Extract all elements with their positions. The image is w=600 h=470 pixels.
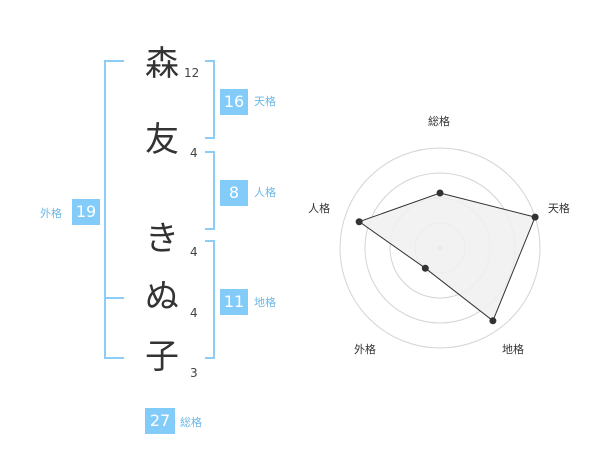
jinkaku-badge: 8 — [220, 180, 248, 206]
radar-series-polygon — [358, 192, 536, 322]
stroke-count-1: 12 — [184, 66, 200, 80]
jinkaku-label: 人格 — [254, 186, 276, 199]
radar-axis-label-4: 外格 — [353, 342, 376, 356]
radar-point-2 — [531, 213, 539, 221]
radar-point-4 — [421, 264, 429, 272]
radar-grid — [339, 147, 541, 349]
stroke-count-2: 4 — [190, 146, 198, 160]
name-char-2: 友 — [145, 120, 179, 160]
name-char-5: 子 — [145, 337, 179, 377]
stroke-count-3: 4 — [190, 245, 198, 259]
radar-series — [355, 189, 539, 325]
radar-axis-label-2: 天格 — [547, 202, 570, 216]
stroke-count-4: 4 — [190, 306, 198, 320]
gaikaku-badge: 19 — [72, 199, 100, 225]
name-char-3: き — [145, 219, 179, 259]
stroke-count-5: 3 — [190, 366, 198, 380]
chikaku-label: 地格 — [254, 296, 276, 309]
radar-axis-label-3: 地格 — [502, 342, 525, 356]
radar-ring-1 — [414, 222, 466, 274]
gaikaku-label: 外格 — [40, 207, 62, 220]
radar-axis-label-5: 人格 — [308, 202, 331, 216]
radar-center-dot — [437, 245, 443, 251]
chikaku-badge: 11 — [220, 289, 248, 315]
soukaku-label: 総格 — [180, 416, 202, 429]
radar-point-3 — [489, 317, 497, 325]
radar-ring-3 — [364, 172, 516, 324]
name-char-1: 森 — [145, 44, 179, 84]
radar-ring-2 — [389, 197, 491, 299]
soukaku-badge: 27 — [145, 408, 175, 434]
tenkaku-badge: 16 — [220, 89, 248, 115]
radar-axis-label-1: 総格 — [428, 115, 450, 128]
radar-ring-4 — [339, 147, 541, 349]
tenkaku-label: 天格 — [254, 95, 276, 108]
radar-point-1 — [436, 189, 444, 197]
name-char-4: ぬ — [145, 277, 179, 317]
radar-point-5 — [355, 218, 363, 226]
